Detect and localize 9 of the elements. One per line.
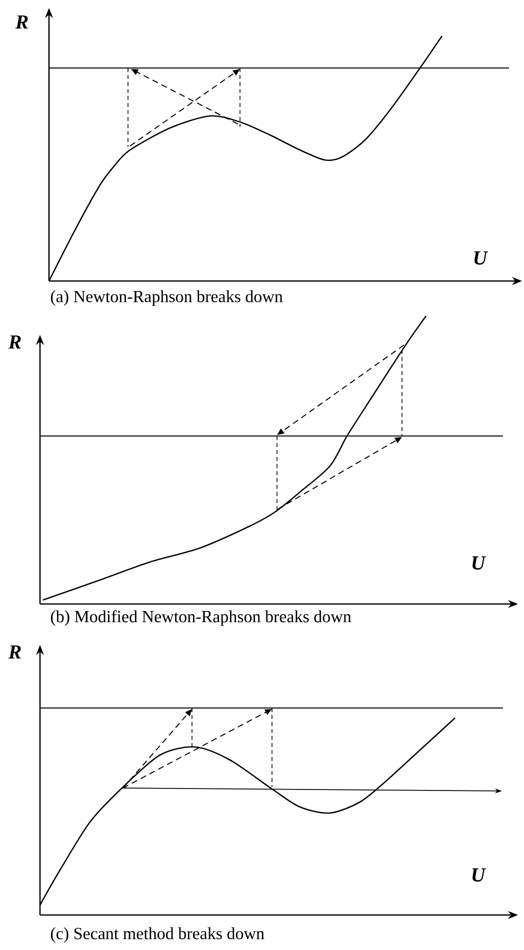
axis-label: R xyxy=(15,15,28,29)
axis-label: U xyxy=(472,868,486,882)
axis-label: R xyxy=(8,335,21,349)
caption: (b) Modified Newton-Raphson breaks down xyxy=(50,610,352,626)
axis-label: R xyxy=(8,645,21,659)
caption: (a) Newton-Raphson breaks down xyxy=(50,290,283,306)
caption: (c) Secant method breaks down xyxy=(50,927,264,943)
axis-label: U xyxy=(474,251,488,265)
axis-label: U xyxy=(472,556,486,570)
